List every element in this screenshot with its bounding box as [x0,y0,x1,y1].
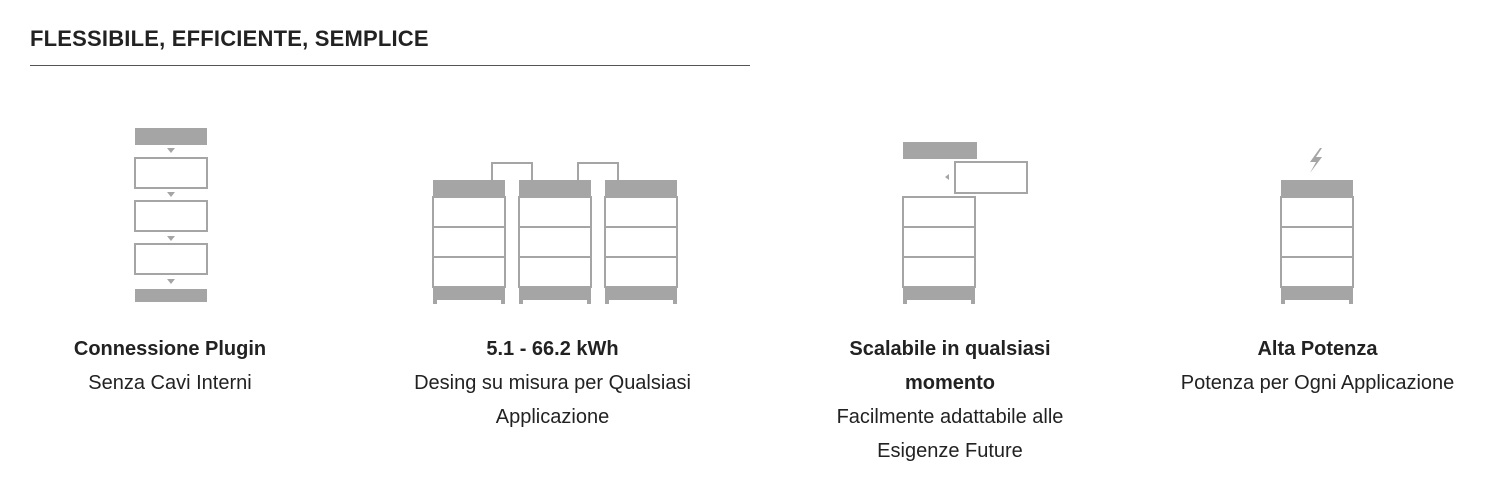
plugin-stack-icon [134,128,208,302]
feature-title: Alta Potenza [1257,338,1378,360]
title-divider [30,65,750,66]
feature-scalable: Scalabile in qualsiasi momento Facilment… [800,0,1100,488]
feature-capacity: 5.1 - 66.2 kWh Desing su misura per Qual… [370,0,735,488]
scalable-module-icon [902,142,1028,304]
feature-power: Alta Potenza Potenza per Ogni Applicazio… [1145,0,1490,488]
high-power-battery-icon [1280,148,1354,304]
feature-description: Senza Cavi Interni [88,372,252,394]
feature-plugin: Connessione Plugin Senza Cavi Interni [20,0,320,488]
lightning-icon [1310,148,1322,173]
feature-title: Scalabile in qualsiasi momento [849,338,1051,394]
section-title: FLESSIBILE, EFFICIENTE, SEMPLICE [30,26,429,51]
feature-description: Potenza per Ogni Applicazione [1180,372,1455,394]
battery-towers-icon [432,162,678,304]
feature-description: Desing su misura per Qualsiasi Applicazi… [414,372,691,428]
feature-title: Connessione Plugin [73,338,267,360]
feature-description: Facilmente adattabile alle Esigenze Futu… [836,406,1064,462]
feature-title: 5.1 - 66.2 kWh [486,338,619,360]
